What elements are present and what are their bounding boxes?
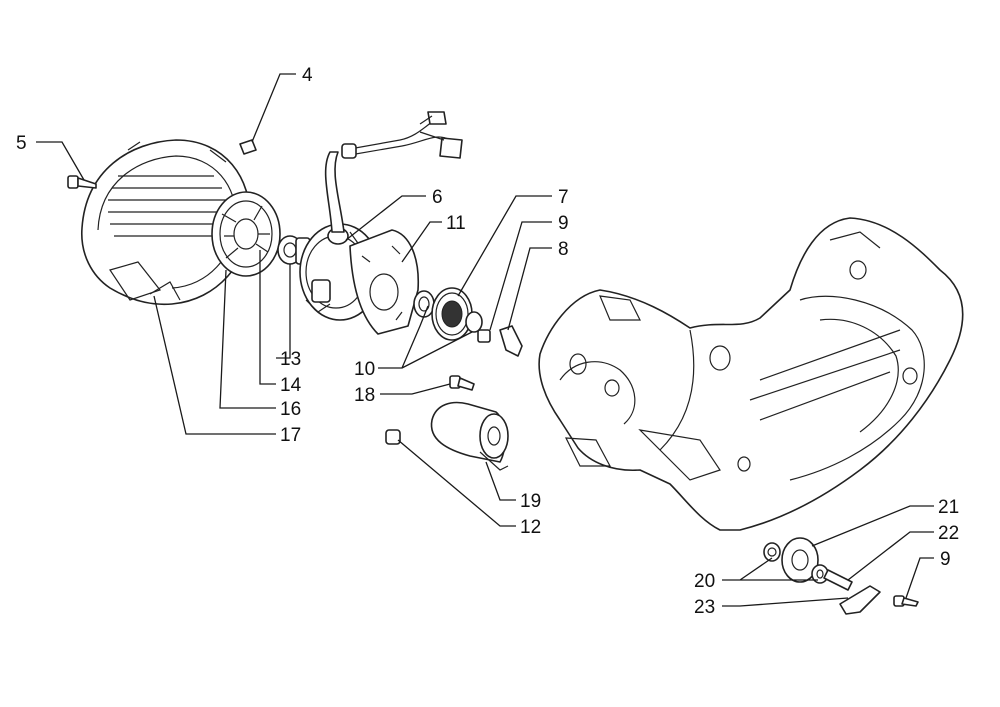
callout-22: 22 bbox=[938, 523, 959, 544]
callout-11: 11 bbox=[446, 213, 466, 234]
leader-11 bbox=[401, 221, 442, 263]
leader-17 bbox=[153, 295, 276, 435]
leader-16 bbox=[219, 269, 276, 409]
shaft-part bbox=[823, 569, 853, 591]
crankcase-part bbox=[538, 217, 964, 531]
leader-6 bbox=[345, 195, 426, 241]
leader-9b bbox=[905, 557, 934, 599]
kick-start-gear-part bbox=[781, 537, 819, 583]
callout-9-bottom: 9 bbox=[940, 549, 951, 570]
callout-20: 20 bbox=[694, 571, 715, 592]
leader-19 bbox=[485, 461, 516, 501]
oil-seal-part bbox=[413, 290, 435, 318]
fan-part bbox=[211, 191, 281, 277]
stator-plate-part bbox=[349, 229, 420, 335]
callout-10: 10 bbox=[354, 359, 375, 380]
starter-gear-part bbox=[431, 287, 473, 341]
callout-23: 23 bbox=[694, 597, 715, 618]
leader-22 bbox=[847, 531, 934, 581]
leader-8 bbox=[507, 247, 552, 331]
callout-18: 18 bbox=[354, 385, 375, 406]
callout-13: 13 bbox=[280, 349, 301, 370]
leader-13 bbox=[276, 264, 291, 359]
callout-labels: 4 5 6 11 7 9 8 10 13 14 16 17 18 19 12 2… bbox=[16, 65, 959, 618]
starter-motor-part bbox=[430, 401, 509, 471]
leader-12 bbox=[397, 439, 516, 527]
callout-6: 6 bbox=[432, 187, 443, 208]
leader-lines bbox=[36, 73, 934, 607]
leader-7 bbox=[457, 195, 552, 297]
screw-5-part bbox=[67, 175, 97, 189]
wiring-harness-part bbox=[341, 111, 463, 159]
callout-16: 16 bbox=[280, 399, 301, 420]
leader-10 bbox=[378, 305, 473, 369]
callout-8: 8 bbox=[558, 239, 569, 260]
leader-4 bbox=[251, 73, 296, 143]
leader-23 bbox=[722, 597, 849, 607]
bushing-part bbox=[465, 311, 491, 343]
callout-5: 5 bbox=[16, 133, 27, 154]
screw-12-part bbox=[385, 429, 401, 445]
callout-7: 7 bbox=[558, 187, 569, 208]
callout-17: 17 bbox=[280, 425, 301, 446]
leader-21 bbox=[811, 505, 934, 547]
callout-21: 21 bbox=[938, 497, 959, 518]
callout-4: 4 bbox=[302, 65, 313, 86]
spacer-part bbox=[763, 542, 781, 562]
plate-part bbox=[499, 325, 523, 357]
lever-part bbox=[839, 585, 881, 615]
screw-4-part bbox=[239, 139, 257, 155]
callout-14: 14 bbox=[280, 375, 302, 396]
callout-19: 19 bbox=[520, 491, 541, 512]
leader-9a bbox=[489, 221, 552, 331]
callout-12: 12 bbox=[520, 517, 541, 538]
leader-5 bbox=[36, 141, 85, 181]
bolt-9b-part bbox=[893, 595, 919, 607]
screw-18-part bbox=[449, 375, 475, 391]
callout-9-top: 9 bbox=[558, 213, 569, 234]
leader-14 bbox=[259, 250, 276, 385]
leader-18 bbox=[380, 383, 451, 395]
leader-20 bbox=[722, 557, 818, 581]
